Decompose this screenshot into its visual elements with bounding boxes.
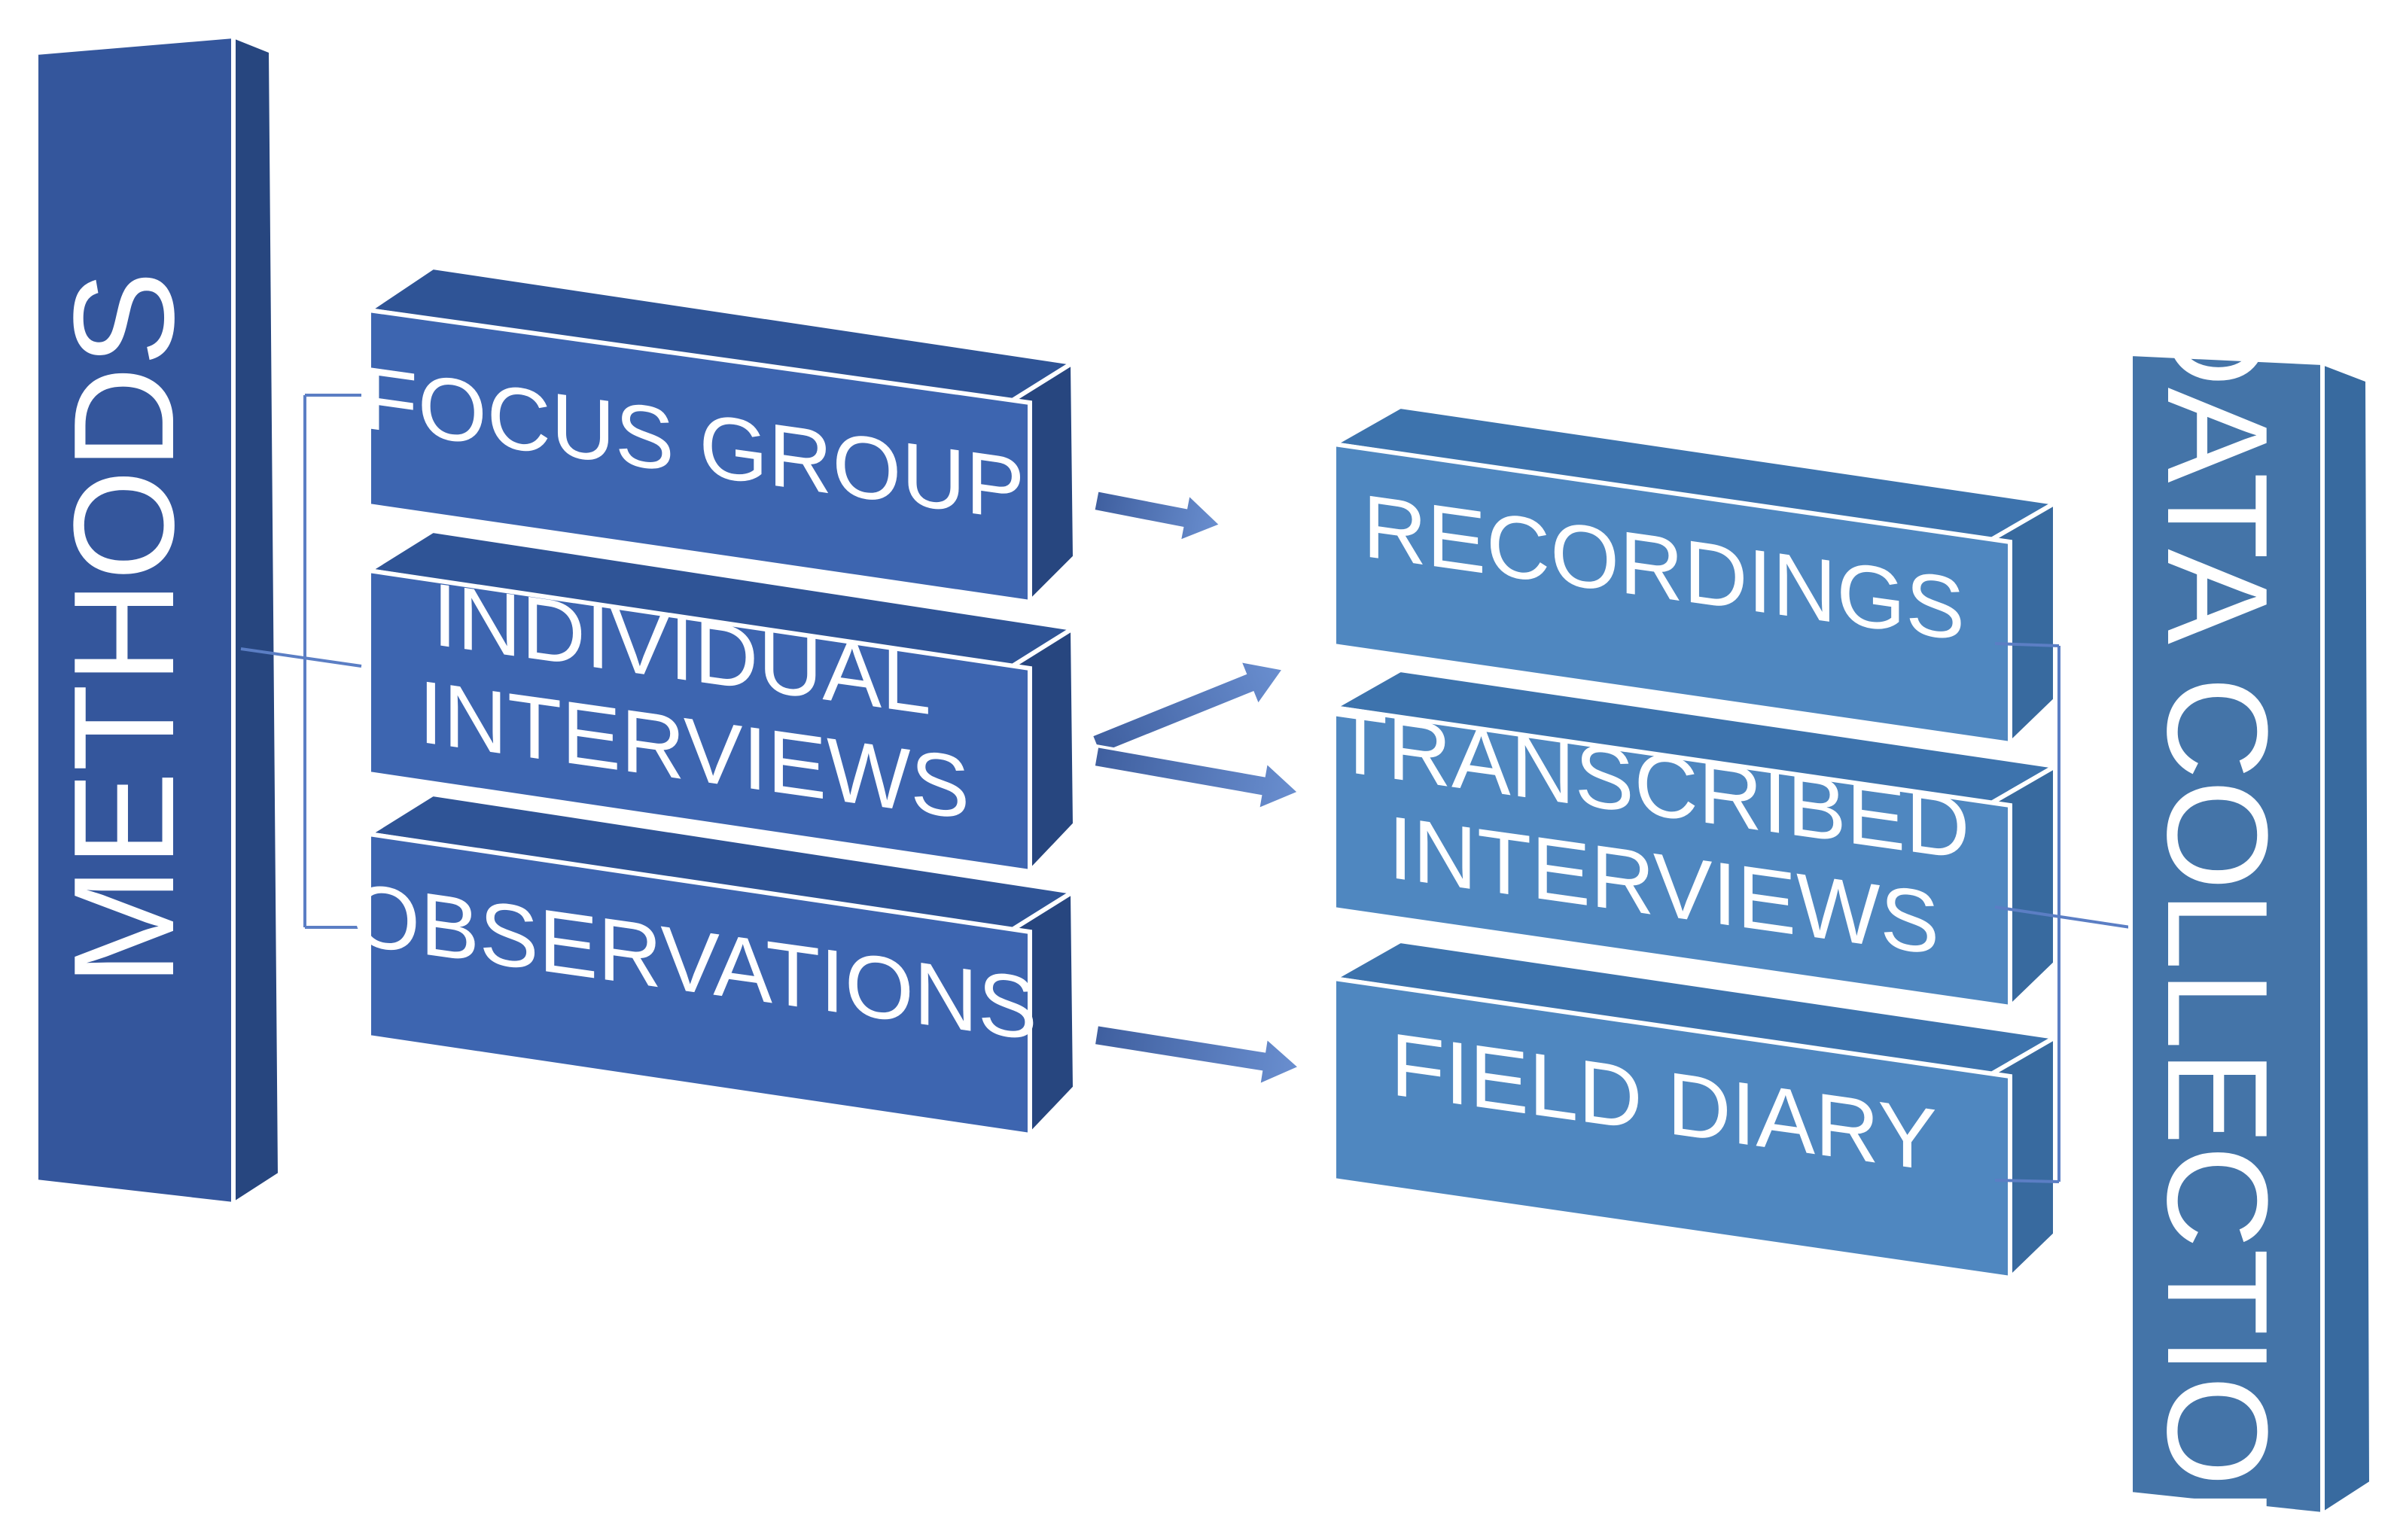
method-box-front xyxy=(367,307,1032,605)
data-pillar-front xyxy=(2128,351,2325,1517)
data-box-field-diary: FIELD DIARY xyxy=(1326,938,2062,1283)
methods-pillar: METHODS xyxy=(32,32,283,1209)
data-pillar-side xyxy=(2320,359,2374,1519)
method-box-observations: OBSERVATIONS xyxy=(351,791,1080,1140)
data-box-front xyxy=(1332,975,2012,1281)
data-collection-connector xyxy=(1994,642,2131,1183)
arrow-individual-interviews-to-recordings xyxy=(1089,659,1287,757)
methods-pillar-side xyxy=(231,32,283,1209)
arrow-focus-group-to-recordings xyxy=(1091,488,1224,544)
method-box-front xyxy=(367,568,1032,875)
method-box-focus-group: FOCUS GROUP xyxy=(362,264,1080,607)
methods-pillar-front xyxy=(34,33,236,1207)
methods-title: METHODS xyxy=(44,271,204,986)
arrow-observations-to-field-diary xyxy=(1092,1022,1303,1088)
data-collection-pillar: DATA COLLECTION xyxy=(2128,285,2374,1540)
arrow-individual-interviews-to-transcribed-interviews xyxy=(1092,744,1302,812)
data-box-front xyxy=(1332,441,2012,747)
data-box-recordings: RECORDINGS xyxy=(1326,403,2062,749)
data-collection-title: DATA COLLECTION xyxy=(2137,285,2297,1540)
methods-connector xyxy=(240,394,362,929)
method-box-front xyxy=(367,831,1032,1138)
arrows xyxy=(1089,488,1303,1088)
data-box-front xyxy=(1332,705,2012,1010)
